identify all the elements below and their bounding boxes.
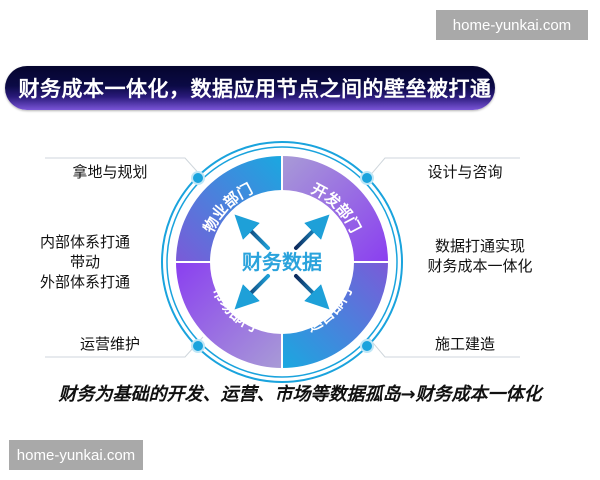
left-label-middle-line: 外部体系打通 (39, 273, 130, 291)
banner-title: 财务成本一体化，数据应用节点之间的壁垒被打通 (18, 77, 492, 101)
left-label-top: 拿地与规划 (40, 162, 180, 182)
left-label-bottom: 运营维护 (40, 334, 180, 354)
footer-caption: 财务为基础的开发、运营、市场等数据孤岛→财务成本一体化 (58, 384, 542, 405)
arrow-bottom-right (294, 274, 330, 310)
outer-ring-inner (166, 146, 398, 378)
segment-top-left (176, 156, 282, 262)
right-label-bottom: 施工建造 (395, 334, 535, 354)
watermark-top: home-yunkai.com (436, 10, 588, 40)
right-label-bottom-text: 施工建造 (434, 335, 495, 353)
right-label-middle-line: 财务成本一体化 (427, 257, 533, 275)
right-label-top: 设计与咨询 (395, 162, 535, 182)
segment-bottom-right (282, 262, 388, 368)
arrows (234, 214, 330, 310)
left-label-middle-line: 内部体系打通 (39, 233, 130, 251)
watermark-bottom: home-yunkai.com (9, 440, 143, 470)
ring-node-bottom-right (360, 339, 374, 353)
outer-ring (161, 141, 403, 383)
right-label-middle: 数据打通实现 财务成本一体化 (410, 236, 550, 276)
title-banner: 财务成本一体化，数据应用节点之间的壁垒被打通 (5, 66, 495, 110)
left-label-middle-line: 带动 (69, 253, 100, 271)
center-label: 财务数据 (242, 250, 322, 274)
segment-top-right (282, 156, 388, 262)
left-label-top-text: 拿地与规划 (72, 163, 148, 181)
right-label-middle-line: 数据打通实现 (434, 237, 525, 255)
ring-node-bottom-left (191, 339, 205, 353)
arrow-bottom-left (234, 274, 270, 310)
left-label-bottom-text: 运营维护 (79, 335, 140, 353)
connector-bottom-right (367, 336, 520, 358)
ring-node-top-left (191, 171, 205, 185)
right-label-top-text: 设计与咨询 (427, 163, 503, 181)
arrow-top-left (234, 214, 270, 250)
ring-node-top-right (360, 171, 374, 185)
connector-top-right (367, 157, 520, 179)
segment-bottom-left (176, 262, 282, 368)
arrow-top-right (294, 214, 330, 250)
left-label-middle: 内部体系打通 带动 外部体系打通 (20, 232, 150, 292)
